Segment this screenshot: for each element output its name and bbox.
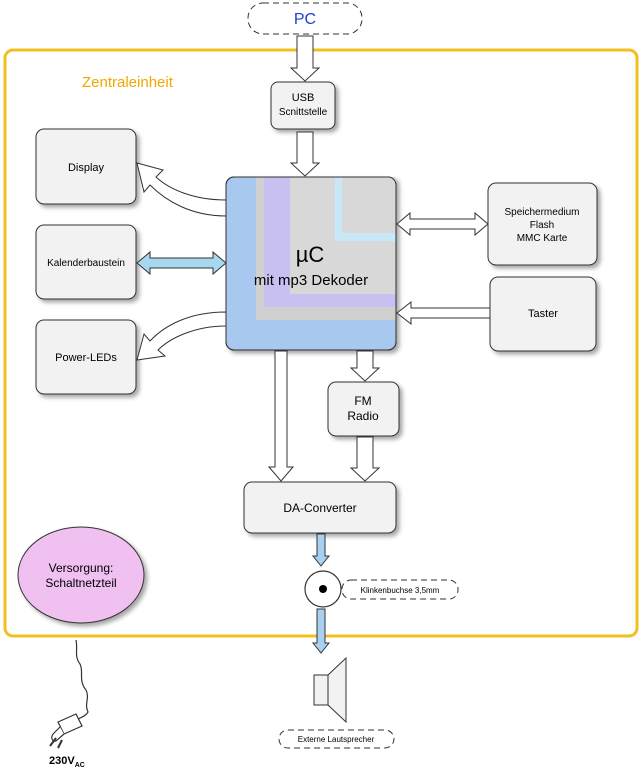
mcu-label-line2: mit mp3 Dekoder	[254, 272, 368, 289]
usb-block	[270, 81, 336, 130]
arrow-kalender-mcu	[136, 250, 227, 276]
klinke-label: Klinkenbuchse 3,5mm	[361, 586, 440, 595]
display-block	[35, 128, 137, 205]
fm-label-line1: FM	[354, 394, 371, 408]
usb-label-line1: USB	[292, 92, 315, 104]
power-leds-block	[35, 319, 137, 395]
lautsprecher-label-box	[278, 729, 395, 749]
speicher-label-line3: MMC Karte	[517, 233, 568, 244]
voltage-value: 230V	[49, 755, 75, 767]
pc-label: PC	[294, 11, 316, 28]
container-title: Zentraleinheit	[82, 74, 174, 91]
taster-label: Taster	[528, 308, 558, 320]
lautsprecher-label: Externe Lautsprecher	[298, 735, 375, 744]
versorgung-label-line2: Schaltnetzteil	[45, 576, 116, 590]
fm-radio-block	[327, 381, 400, 437]
versorgung-label-line1: Versorgung:	[49, 561, 114, 575]
dac-block	[243, 481, 397, 534]
klinkenbuchse-hole	[319, 585, 327, 593]
kalender-label: Kalenderbaustein	[47, 258, 125, 269]
arrow-mcu-display	[136, 162, 227, 217]
dac-label: DA-Converter	[283, 501, 356, 515]
klinke-label-box	[341, 579, 459, 600]
kalender-block	[35, 224, 137, 300]
speicher-label-line1: Speichermedium	[504, 207, 579, 218]
arrow-klinke-lautsprecher	[311, 608, 331, 654]
arrow-usb-mcu	[289, 131, 321, 177]
fm-label-line2: Radio	[347, 409, 379, 423]
mcu-label-line1: µC	[296, 242, 325, 267]
power-cable	[75, 639, 89, 721]
display-label: Display	[68, 162, 105, 174]
arrow-pc-usb	[289, 35, 321, 82]
arrow-fm-dac	[349, 436, 381, 482]
arrow-dac-klinke	[311, 533, 331, 567]
speicher-label-line2: Flash	[530, 220, 554, 231]
versorgung-block	[17, 526, 145, 624]
mcu-block	[225, 176, 397, 351]
arrow-mcu-power-leds	[136, 311, 227, 361]
lautsprecher-icon	[313, 656, 347, 724]
taster-block	[489, 276, 597, 352]
power-leds-label: Power-LEDs	[55, 352, 117, 364]
arrow-mcu-dac	[267, 350, 295, 482]
usb-label-line2: Scnittstelle	[279, 107, 328, 118]
arrow-taster-mcu	[396, 300, 491, 326]
arrow-mcu-speicher	[396, 211, 489, 237]
arrow-mcu-fm	[349, 350, 381, 382]
speicher-block	[487, 182, 598, 266]
voltage-label: 230VAC	[49, 755, 85, 769]
power-plug-icon	[49, 713, 83, 749]
pc-box	[247, 2, 363, 35]
voltage-subscript: AC	[75, 762, 85, 769]
